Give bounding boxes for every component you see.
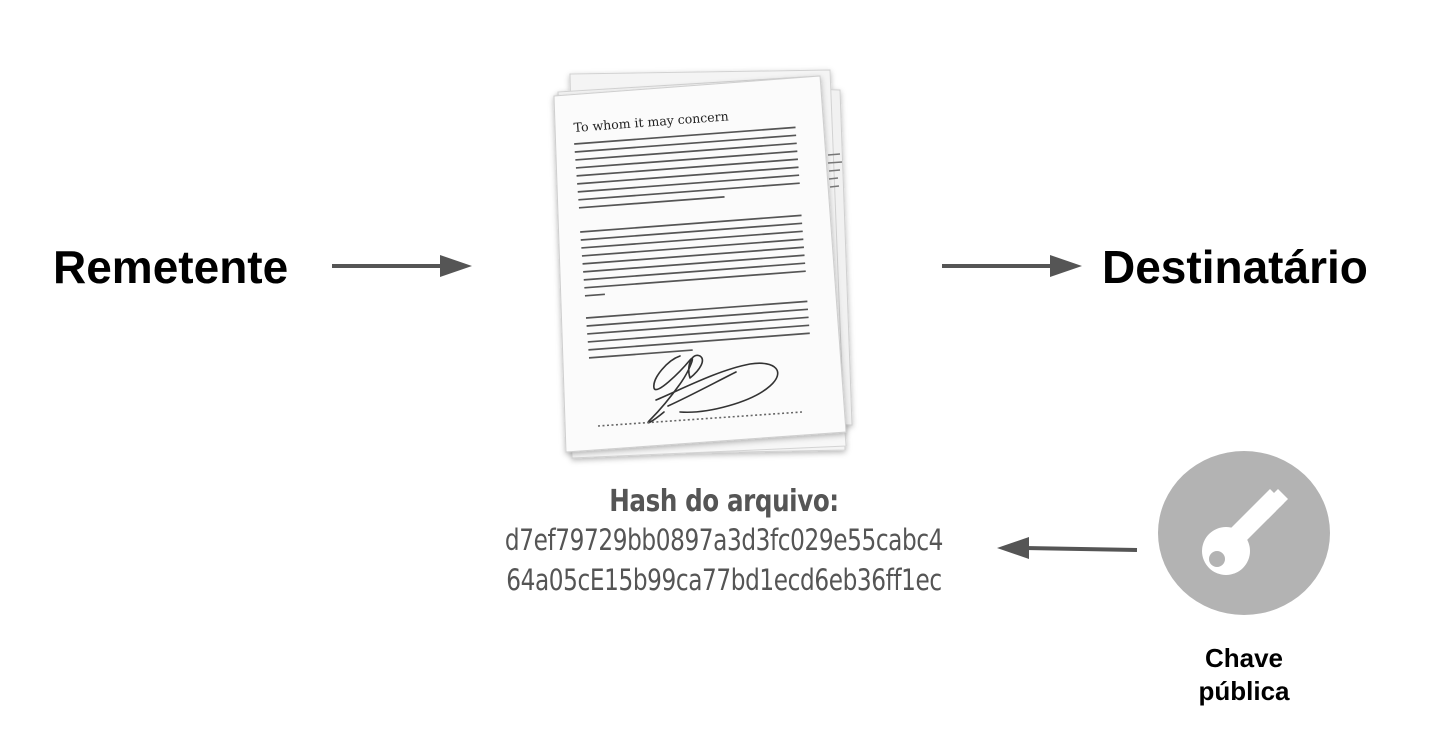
arrow-key-to-hash	[997, 537, 1138, 559]
public-key-caption: Chave pública	[1174, 642, 1314, 708]
receiver-label: Destinatário	[1102, 241, 1368, 293]
file-hash-block: Hash do arquivo: d7ef79729bb0897a3d3fc02…	[440, 484, 1008, 600]
hash-value-line-1: d7ef79729bb0897a3d3fc029e55cabc4	[504, 523, 944, 557]
sender-label: Remetente	[53, 241, 289, 293]
arrow-document-to-receiver	[942, 255, 1082, 277]
signed-document-icon: To whom it may concern	[540, 60, 870, 475]
key-icon	[1158, 451, 1330, 615]
key-caption-line-1: Chave	[1204, 643, 1284, 673]
hash-title: Hash do arquivo:	[609, 484, 839, 519]
hash-value-line-2: 64a05cE15b99ca77bd1ecd6eb36ff1ec	[506, 563, 942, 597]
arrow-sender-to-document	[332, 255, 472, 277]
key-caption-line-2: pública	[1198, 676, 1290, 706]
